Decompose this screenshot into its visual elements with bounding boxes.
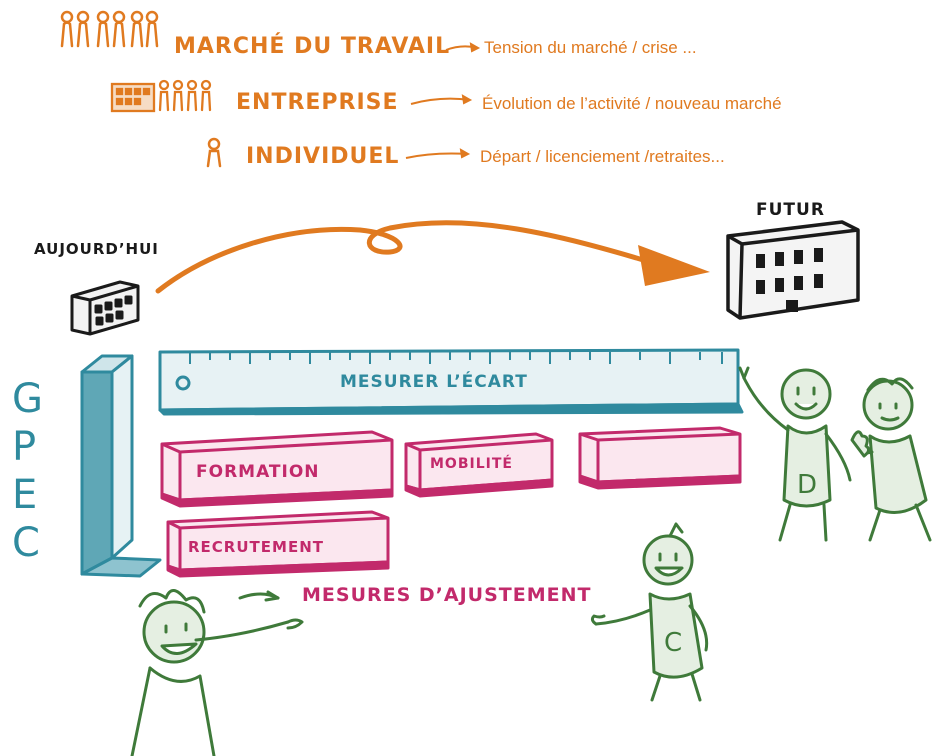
person-thumbs-up bbox=[850, 377, 932, 542]
formation-block bbox=[160, 430, 394, 508]
factor-label-entreprise: ENTREPRISE bbox=[236, 90, 399, 115]
factor-desc-entreprise: Évolution de l’activité / nouveau marché bbox=[482, 94, 782, 113]
individual-icon bbox=[206, 137, 222, 168]
measure-ruler bbox=[158, 348, 744, 416]
today-building-icon bbox=[70, 280, 140, 336]
measure-mobilite: MOBILITÉ bbox=[430, 456, 513, 472]
person-d bbox=[738, 366, 852, 542]
factor-arrows bbox=[405, 42, 481, 159]
factor-label-marche: MARCHÉ DU TRAVAIL bbox=[174, 34, 451, 59]
today-label: AUJOURD’HUI bbox=[34, 240, 159, 258]
gpec-bracket bbox=[80, 354, 162, 578]
factor-label-individuel: INDIVIDUEL bbox=[246, 144, 400, 169]
company-people-icon bbox=[110, 79, 212, 113]
person-pointing bbox=[130, 589, 304, 756]
gpec-letter-c: C bbox=[12, 520, 40, 566]
mobilite-block bbox=[404, 432, 554, 498]
future-label: FUTUR bbox=[756, 200, 825, 220]
person-c bbox=[590, 522, 709, 702]
person-d-letter: D bbox=[797, 470, 818, 500]
measures-title: MESURES D’AJUSTEMENT bbox=[302, 584, 592, 606]
measure-formation: FORMATION bbox=[196, 462, 320, 482]
future-building-icon bbox=[726, 220, 860, 320]
ruler-label: MESURER L’ÉCART bbox=[340, 372, 528, 392]
person-c-letter: C bbox=[664, 628, 683, 658]
factor-desc-marche: Tension du marché / crise ... bbox=[484, 38, 697, 57]
gpec-letter-e: E bbox=[12, 472, 38, 518]
recrutement-block bbox=[166, 510, 390, 578]
gpec-letter-g: G bbox=[12, 376, 43, 422]
empty-block bbox=[578, 426, 742, 490]
curved-arrow bbox=[155, 220, 710, 294]
measure-recrutement: RECRUTEMENT bbox=[188, 538, 324, 556]
factor-desc-individuel: Départ / licenciement /retraites... bbox=[480, 147, 725, 166]
people-group-icon bbox=[60, 10, 159, 48]
gpec-letter-p: P bbox=[12, 424, 37, 470]
